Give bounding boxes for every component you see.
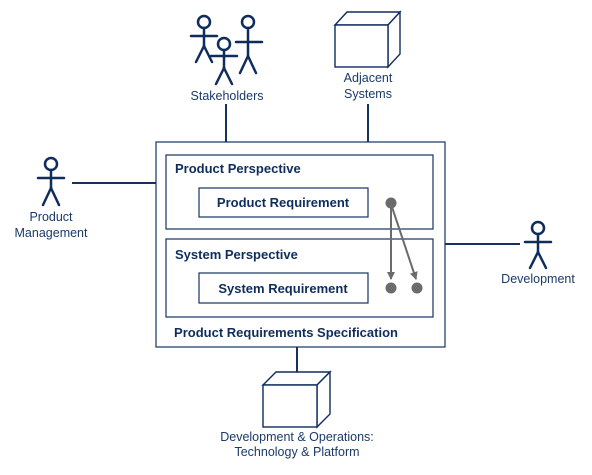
development-label: Development <box>501 272 575 286</box>
system-requirement-box <box>198 272 369 304</box>
development-icon <box>523 220 553 270</box>
devops-label-2: Technology & Platform <box>234 445 359 459</box>
product-requirement-label: Product Requirement <box>217 195 350 210</box>
trace-links <box>387 203 418 280</box>
system-perspective-title: System Perspective <box>175 247 298 262</box>
devops-label-1: Development & Operations: <box>220 430 374 444</box>
product-requirement-box <box>198 187 369 218</box>
devops-platform-icon <box>261 370 332 429</box>
trace-node-source <box>385 197 397 209</box>
product-management-icon <box>36 156 66 207</box>
adjacent-systems-icon <box>333 10 402 69</box>
trace-arrow-2 <box>390 203 418 280</box>
trace-node-target-1 <box>385 282 397 294</box>
product-management-label-1: Product <box>29 210 73 224</box>
stakeholders-icon <box>189 14 264 86</box>
specification-title: Product Requirements Specification <box>174 325 398 340</box>
adjacent-systems-label-2: Systems <box>344 87 392 101</box>
product-perspective-title: Product Perspective <box>175 161 301 176</box>
trace-node-target-2 <box>411 282 423 294</box>
adjacent-systems-label-1: Adjacent <box>344 71 393 85</box>
system-requirement-label: System Requirement <box>218 281 348 296</box>
product-management-label-2: Management <box>15 226 88 240</box>
stakeholders-label: Stakeholders <box>191 89 264 103</box>
connectors <box>72 104 520 372</box>
